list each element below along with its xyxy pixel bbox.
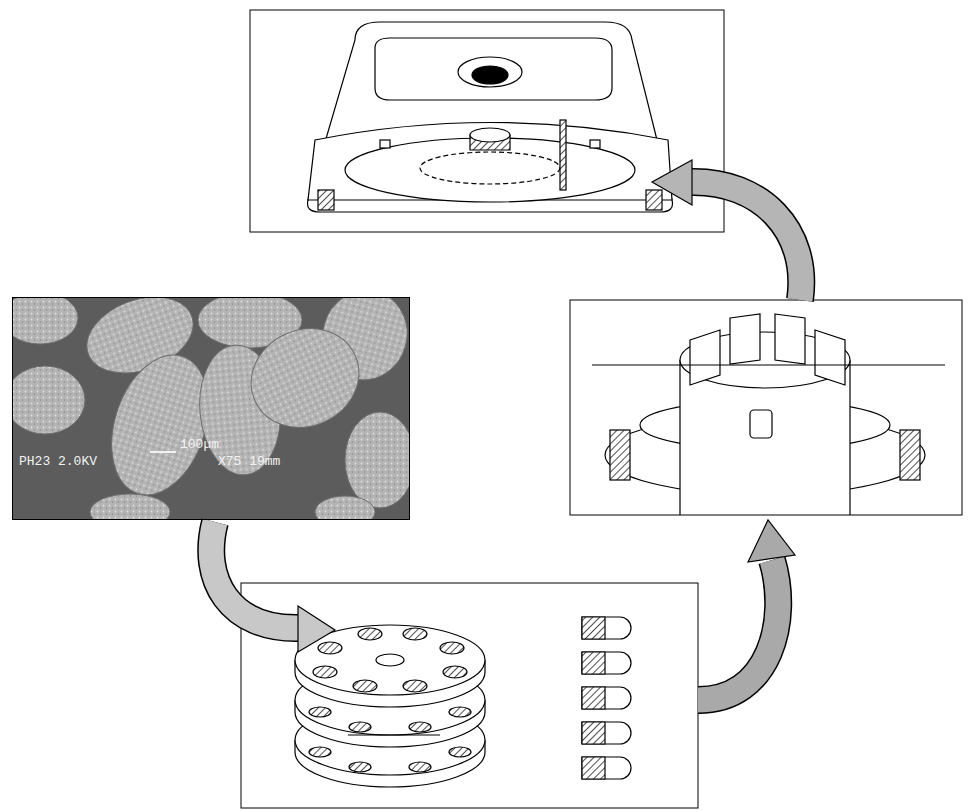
rotor-drawing bbox=[592, 314, 945, 515]
cap-panel bbox=[250, 10, 724, 232]
cycle-arrows bbox=[211, 160, 801, 700]
sem-panel: PH23 2.0KV 100µmX75 19mm bbox=[12, 297, 410, 520]
disc-drawing bbox=[295, 617, 631, 787]
rotor-panel bbox=[570, 300, 962, 515]
sem-info-text: X75 19mm bbox=[218, 454, 280, 469]
sem-image bbox=[12, 297, 410, 520]
cap-drawing bbox=[308, 22, 673, 212]
disc-panel bbox=[241, 583, 698, 808]
sem-info-text: 100µm bbox=[180, 437, 219, 452]
sem-info-text: PH23 2.0KV bbox=[19, 454, 97, 469]
